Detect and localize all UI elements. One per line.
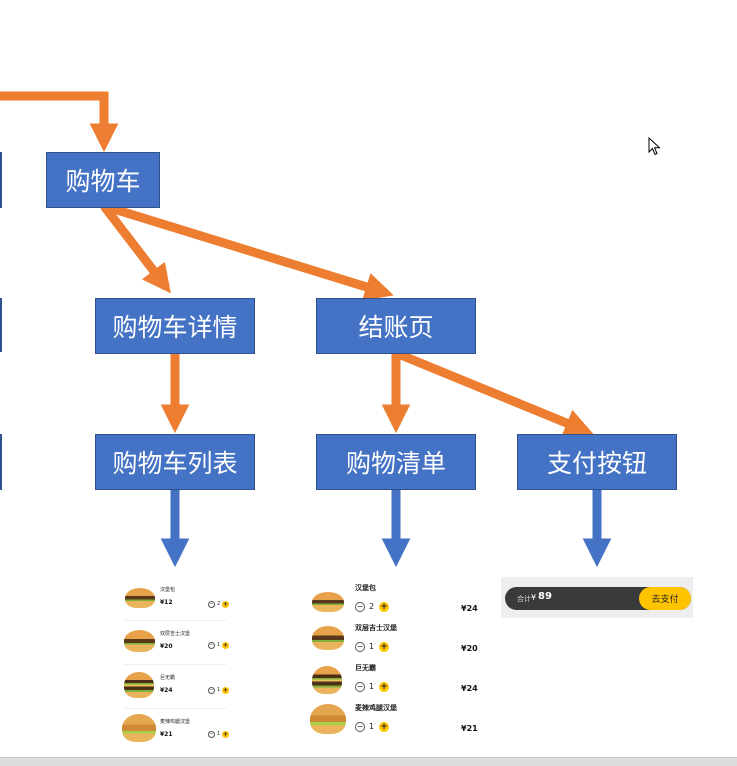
pay-bar-thumbnail: 合计 ¥ 89 去支付	[501, 577, 693, 618]
list-item: 巨无霸 − 1 + ¥24	[305, 660, 489, 700]
item-name: 双层吉士汉堡	[355, 624, 397, 632]
node-cart: 购物车	[46, 152, 160, 208]
item-name: 巨无霸	[160, 675, 176, 681]
item-name: 麦辣鸡腿汉堡	[160, 719, 191, 725]
item-quantity: 2	[369, 602, 375, 611]
minus-icon[interactable]: −	[355, 682, 365, 692]
blue-arrows	[160, 490, 612, 568]
offscreen-node-edge	[0, 152, 2, 208]
mouse-pointer-icon	[648, 137, 661, 156]
currency-symbol: ¥	[531, 593, 537, 602]
plus-icon[interactable]: +	[222, 730, 229, 738]
list-item: 汉堡包 − 2 + ¥24	[305, 580, 489, 620]
minus-icon[interactable]: −	[208, 731, 215, 738]
hamburger-image	[310, 704, 346, 734]
orange-arrows	[0, 91, 594, 437]
plus-icon[interactable]: +	[379, 721, 389, 732]
list-item: 双层吉士汉堡 − 1 + ¥20	[305, 620, 489, 660]
item-quantity: 1	[369, 682, 375, 691]
item-price: ¥24	[461, 604, 478, 613]
item-name: 巨无霸	[355, 664, 376, 672]
item-quantity: 1	[217, 731, 221, 737]
pay-submit-button[interactable]: 去支付	[639, 587, 691, 610]
minus-icon[interactable]: −	[208, 687, 215, 694]
hamburger-image	[125, 588, 155, 608]
list-item: 双层吉士汉堡 ¥20 − 1 +	[116, 622, 234, 662]
shopping-list-thumbnail: 汉堡包 − 2 + ¥24 双层吉士汉堡 − 1 + ¥20 巨无霸 − 1 +…	[305, 576, 489, 744]
node-shopping-list: 购物清单	[316, 434, 476, 490]
arrow-into-cart	[0, 91, 119, 153]
hamburger-image	[124, 672, 154, 698]
arrow-cart-to-checkout	[102, 201, 394, 301]
divider	[124, 664, 226, 665]
item-name: 汉堡包	[355, 584, 376, 592]
item-name: 双层吉士汉堡	[160, 631, 191, 637]
item-name: 麦辣鸡腿汉堡	[355, 704, 397, 712]
divider	[124, 708, 226, 709]
hamburger-image	[124, 630, 155, 652]
list-item: 巨无霸 ¥24 − 1 +	[116, 666, 234, 706]
node-pay-button: 支付按钮	[517, 434, 677, 490]
plus-icon[interactable]: +	[222, 600, 229, 608]
list-item: 汉堡包 ¥12 − 2 +	[116, 578, 234, 618]
item-quantity: 1	[369, 642, 375, 651]
item-price: ¥12	[160, 599, 173, 606]
plus-icon[interactable]: +	[379, 641, 389, 652]
plus-icon[interactable]: +	[222, 686, 229, 694]
window-bottom-edge	[0, 757, 737, 766]
hamburger-image	[312, 666, 342, 694]
item-price: ¥24	[160, 687, 173, 694]
pay-submit-label: 去支付	[651, 595, 679, 605]
item-quantity: 1	[217, 642, 221, 648]
cart-list-thumbnail: 汉堡包 ¥12 − 2 + 双层吉士汉堡 ¥20 − 1 + 巨无霸 ¥24 −…	[116, 572, 234, 752]
item-price: ¥21	[461, 724, 478, 733]
plus-icon[interactable]: +	[222, 641, 229, 649]
hamburger-image	[312, 592, 344, 612]
list-item: 麦辣鸡腿汉堡 − 1 + ¥21	[305, 700, 489, 742]
hamburger-image	[312, 626, 344, 650]
item-quantity: 2	[217, 601, 221, 607]
offscreen-node-edge	[0, 298, 2, 352]
total-value: 89	[538, 591, 552, 602]
divider	[124, 620, 226, 621]
minus-icon[interactable]: −	[355, 642, 365, 652]
plus-icon[interactable]: +	[379, 681, 389, 692]
arrow-checkout-to-pay-button	[394, 348, 594, 437]
item-price: ¥21	[160, 731, 173, 738]
item-price: ¥24	[461, 684, 478, 693]
minus-icon[interactable]: −	[355, 602, 365, 612]
offscreen-node-edge	[0, 434, 2, 490]
item-name: 汉堡包	[160, 587, 176, 593]
item-quantity: 1	[217, 687, 221, 693]
plus-icon[interactable]: +	[379, 601, 389, 612]
pay-bar: 合计 ¥ 89 去支付	[505, 587, 691, 610]
node-cart-detail: 购物车详情	[95, 298, 255, 354]
minus-icon[interactable]: −	[355, 722, 365, 732]
minus-icon[interactable]: −	[208, 601, 215, 608]
item-quantity: 1	[369, 722, 375, 731]
list-item: 麦辣鸡腿汉堡 ¥21 − 1 +	[116, 710, 234, 750]
total-label: 合计	[517, 595, 531, 603]
node-checkout: 结账页	[316, 298, 476, 354]
minus-icon[interactable]: −	[208, 642, 215, 649]
item-price: ¥20	[160, 643, 173, 650]
arrow-cart-to-cart-detail	[100, 203, 171, 294]
node-cart-list: 购物车列表	[95, 434, 255, 490]
hamburger-image	[122, 714, 156, 742]
item-price: ¥20	[461, 644, 478, 653]
